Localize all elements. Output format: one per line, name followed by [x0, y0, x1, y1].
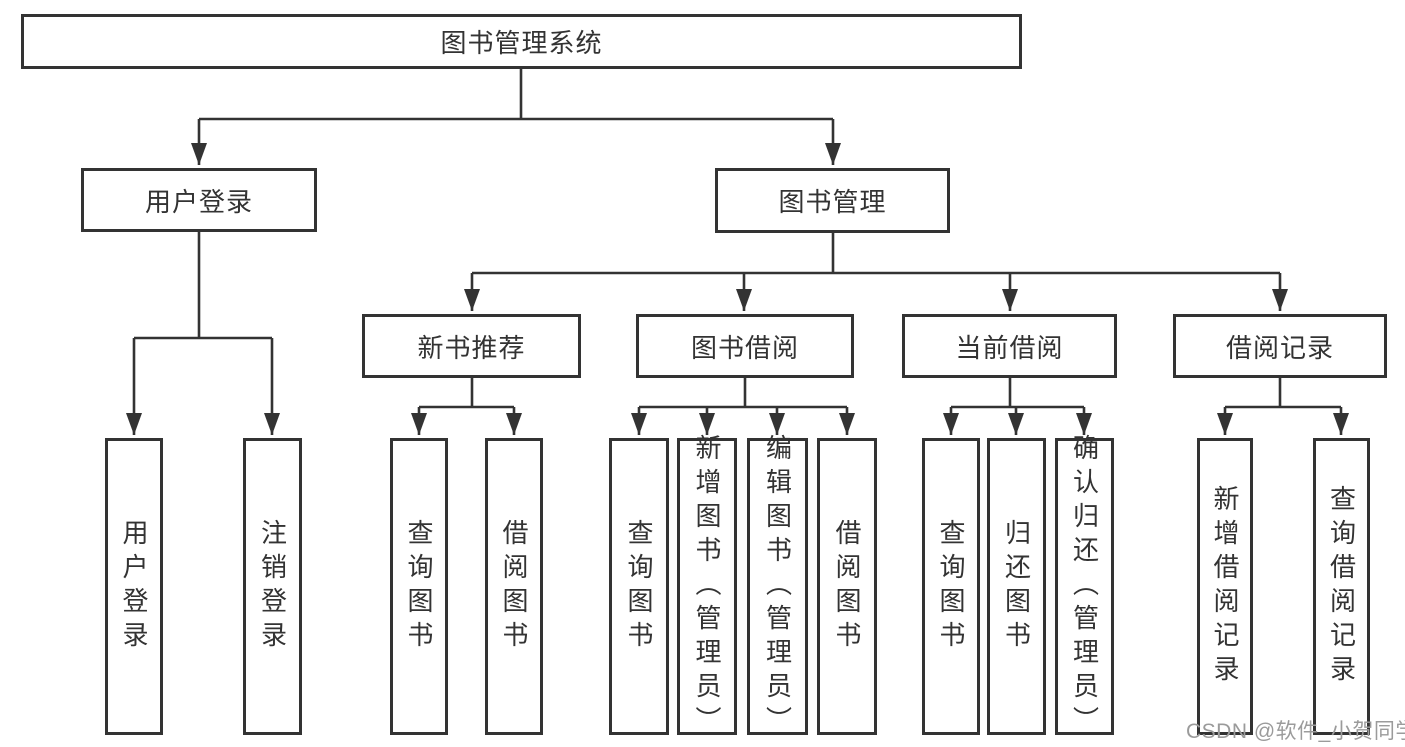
node-borrow-records: 借阅记录: [1173, 314, 1387, 378]
csdn-watermark: CSDN @软件_小贺同学: [1186, 720, 1405, 743]
leaf-bb-edit-book-admin: 编辑图书（管理员）: [747, 434, 808, 740]
connector-book-borrow-children: [631, 378, 855, 435]
leaf-cb-return-book: 归还图书: [987, 438, 1046, 735]
node-current-borrow: 当前借阅: [902, 314, 1117, 378]
node-label: 图书管理系统: [440, 28, 603, 58]
node-book-management: 图书管理: [715, 168, 950, 233]
node-new-book-recommend: 新书推荐: [362, 314, 581, 378]
node-label: 查询图书: [404, 518, 434, 655]
node-label: 图书管理: [778, 187, 887, 217]
connector-user-login-children: [126, 232, 280, 435]
leaf-bb-add-book-admin: 新增图书（管理员）: [677, 434, 737, 740]
node-user-login: 用户登录: [81, 168, 317, 232]
connector-root-to-level2: [191, 69, 841, 165]
connector-new-book-rec-children: [411, 378, 522, 435]
node-label: 查询图书: [936, 518, 966, 655]
node-label: 归还图书: [1001, 518, 1032, 655]
node-label: 用户登录: [119, 518, 149, 655]
leaf-bb-query-book: 查询图书: [609, 438, 669, 735]
node-label: 确认归还（管理员）: [1069, 433, 1100, 740]
leaf-rec-query-book: 查询图书: [390, 438, 448, 735]
node-label: 当前借阅: [955, 332, 1064, 363]
leaf-logout: 注销登录: [243, 438, 302, 735]
node-label: 借阅记录: [1225, 332, 1334, 363]
node-label: 注销登录: [257, 518, 288, 655]
node-label: 编辑图书（管理员）: [762, 433, 793, 740]
node-label: 查询图书: [624, 518, 654, 655]
node-label: 查询借阅记录: [1326, 484, 1357, 689]
connector-borrow-records-children: [1217, 378, 1349, 435]
node-label: 用户登录: [144, 186, 253, 217]
connector-book-mgmt-to-level3: [464, 233, 1288, 311]
leaf-cb-confirm-return-admin: 确认归还（管理员）: [1055, 434, 1114, 740]
leaf-cb-query-book: 查询图书: [922, 438, 980, 735]
node-book-borrow: 图书借阅: [636, 314, 854, 378]
leaf-bb-borrow-book: 借阅图书: [817, 438, 877, 735]
node-label: 新书推荐: [417, 332, 526, 363]
leaf-br-add-record: 新增借阅记录: [1197, 438, 1253, 735]
node-label: 图书借阅: [690, 332, 799, 363]
node-label: 借阅图书: [499, 518, 529, 655]
node-label: 借阅图书: [832, 518, 862, 655]
node-label: 新增图书（管理员）: [692, 433, 722, 740]
node-root-library-system: 图书管理系统: [21, 14, 1022, 69]
node-label: 新增借阅记录: [1210, 484, 1240, 689]
leaf-user-login: 用户登录: [105, 438, 163, 735]
leaf-rec-borrow-book: 借阅图书: [485, 438, 543, 735]
connector-current-borrow-children: [943, 378, 1092, 435]
leaf-br-query-record: 查询借阅记录: [1313, 438, 1370, 735]
